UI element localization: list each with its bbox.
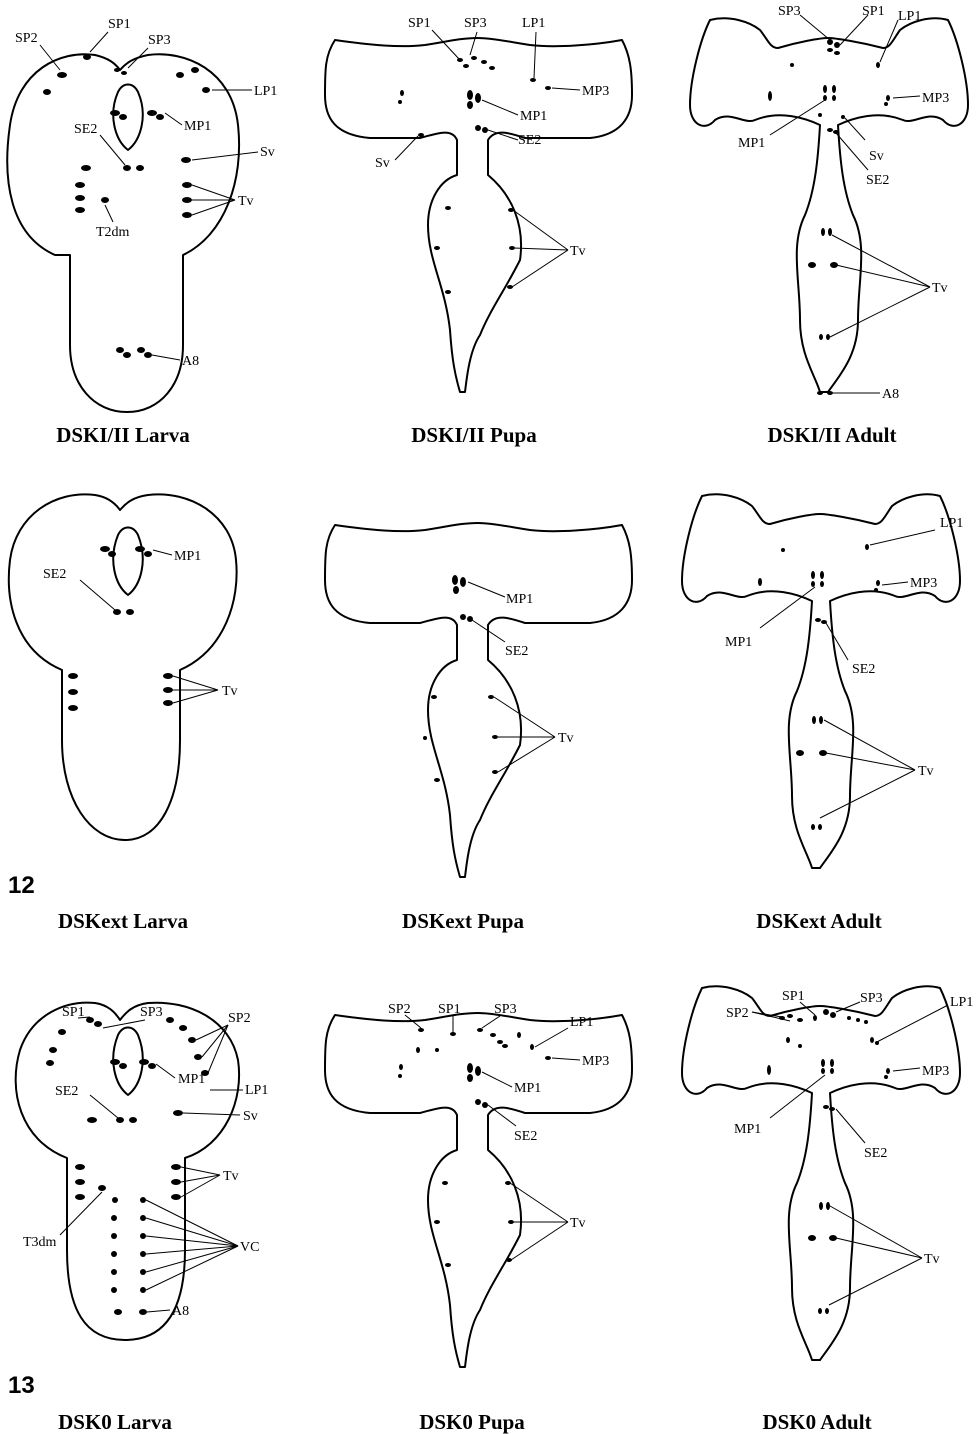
label-sv: Sv bbox=[869, 149, 884, 164]
title-dsk0-larva: DSK0 Larva bbox=[58, 1410, 172, 1434]
label-tv: Tv bbox=[932, 281, 948, 296]
label-sp3: SP3 bbox=[464, 16, 487, 31]
label-se2: SE2 bbox=[55, 1084, 78, 1099]
figure-number-12: 12 bbox=[8, 872, 35, 899]
label-mp3: MP3 bbox=[582, 1054, 609, 1069]
label-t2dm: T2dm bbox=[96, 225, 130, 240]
label-sv: Sv bbox=[260, 145, 275, 160]
label-sp1: SP1 bbox=[62, 1005, 85, 1020]
label-mp1: MP1 bbox=[725, 635, 752, 650]
title-dsk0-adult: DSK0 Adult bbox=[762, 1410, 871, 1434]
label-sp1: SP1 bbox=[108, 17, 131, 32]
label-lp1: LP1 bbox=[522, 16, 545, 31]
label-vc: VC bbox=[240, 1240, 259, 1255]
label-sp1: SP1 bbox=[862, 4, 885, 19]
label-mp3: MP3 bbox=[582, 84, 609, 99]
label-mp1: MP1 bbox=[506, 592, 533, 607]
label-sp3: SP3 bbox=[778, 4, 801, 19]
label-t3dm: T3dm bbox=[23, 1235, 57, 1250]
label-se2: SE2 bbox=[852, 662, 875, 677]
panel-dskext-pupa: MP1 SE2 Tv bbox=[325, 523, 632, 877]
label-lp1: LP1 bbox=[940, 516, 963, 531]
panel-dskext-larva: MP1 SE2 Tv bbox=[9, 494, 238, 840]
title-dski-larva: DSKI/II Larva bbox=[56, 423, 190, 447]
label-se2: SE2 bbox=[866, 173, 889, 188]
neuron-cells bbox=[398, 1028, 551, 1267]
panel-dskext-adult: LP1 MP3 MP1 SE2 Tv bbox=[682, 494, 963, 868]
label-sp2: SP2 bbox=[228, 1011, 251, 1026]
label-sp1: SP1 bbox=[438, 1002, 461, 1017]
title-dski-adult: DSKI/II Adult bbox=[768, 423, 897, 447]
title-dski-pupa: DSKI/II Pupa bbox=[411, 423, 537, 447]
title-dskext-adult: DSKext Adult bbox=[756, 909, 881, 933]
title-dskext-pupa: DSKext Pupa bbox=[402, 909, 524, 933]
label-se2: SE2 bbox=[505, 644, 528, 659]
label-mp1: MP1 bbox=[178, 1072, 205, 1087]
panel-dsk0-larva: SP1 SP3 SP2 LP1 MP1 SE2 Sv Tv T3dm VC A8 bbox=[16, 1003, 269, 1340]
panel-dski-larva: SP2 SP1 SP3 LP1 MP1 SE2 Sv Tv T2dm A8 bbox=[7, 17, 277, 412]
label-sp1: SP1 bbox=[782, 989, 805, 1004]
neuron-cells bbox=[398, 56, 551, 294]
title-dskext-larva: DSKext Larva bbox=[58, 909, 189, 933]
label-lp1: LP1 bbox=[254, 84, 277, 99]
label-sv: Sv bbox=[375, 156, 390, 171]
label-tv: Tv bbox=[558, 731, 574, 746]
panel-dski-pupa: SP1 SP3 LP1 MP3 MP1 Sv SE2 Tv bbox=[325, 16, 632, 392]
label-sp3: SP3 bbox=[148, 33, 171, 48]
label-mp3: MP3 bbox=[922, 1064, 949, 1079]
label-sp3: SP3 bbox=[494, 1002, 517, 1017]
label-mp1: MP1 bbox=[184, 119, 211, 134]
label-mp3: MP3 bbox=[910, 576, 937, 591]
label-tv: Tv bbox=[570, 244, 586, 259]
label-se2: SE2 bbox=[518, 133, 541, 148]
label-mp1: MP1 bbox=[520, 109, 547, 124]
label-a8: A8 bbox=[882, 387, 899, 402]
label-lp1: LP1 bbox=[570, 1015, 593, 1030]
neuron-cells bbox=[767, 1009, 890, 1314]
neuron-cells bbox=[43, 54, 210, 358]
label-sp2: SP2 bbox=[15, 31, 38, 46]
label-se2: SE2 bbox=[43, 567, 66, 582]
label-tv: Tv bbox=[222, 684, 238, 699]
label-tv: Tv bbox=[238, 194, 254, 209]
figure-number-13: 13 bbox=[8, 1372, 35, 1399]
neuron-cells bbox=[768, 39, 890, 395]
label-a8: A8 bbox=[182, 354, 199, 369]
label-lp1: LP1 bbox=[245, 1083, 268, 1098]
label-a8: A8 bbox=[172, 1304, 189, 1319]
label-tv: Tv bbox=[924, 1252, 940, 1267]
label-sp2: SP2 bbox=[726, 1006, 749, 1021]
label-sp1: SP1 bbox=[408, 16, 431, 31]
label-mp3: MP3 bbox=[922, 91, 949, 106]
title-dsk0-pupa: DSK0 Pupa bbox=[419, 1410, 525, 1434]
label-sp3: SP3 bbox=[140, 1005, 163, 1020]
neuron-cells bbox=[68, 546, 173, 711]
panel-dski-adult: SP3 SP1 LP1 MP3 MP1 Sv SE2 Tv A8 bbox=[690, 4, 968, 402]
neuron-cells bbox=[758, 544, 880, 830]
label-lp1: LP1 bbox=[898, 9, 921, 24]
label-se2: SE2 bbox=[74, 122, 97, 137]
label-mp1: MP1 bbox=[174, 549, 201, 564]
label-tv: Tv bbox=[918, 764, 934, 779]
label-se2: SE2 bbox=[514, 1129, 537, 1144]
panel-dsk0-adult: SP2 SP1 SP3 LP1 MP3 MP1 SE2 Tv bbox=[682, 986, 973, 1360]
label-sp3: SP3 bbox=[860, 991, 883, 1006]
label-sp2: SP2 bbox=[388, 1002, 411, 1017]
label-se2: SE2 bbox=[864, 1146, 887, 1161]
label-lp1: LP1 bbox=[950, 995, 973, 1010]
label-tv: Tv bbox=[570, 1216, 586, 1231]
panel-dsk0-pupa: SP2 SP1 SP3 LP1 MP3 MP1 SE2 Tv bbox=[325, 1002, 632, 1367]
label-tv: Tv bbox=[223, 1169, 239, 1184]
label-mp1: MP1 bbox=[734, 1122, 761, 1137]
label-mp1: MP1 bbox=[514, 1081, 541, 1096]
label-sv: Sv bbox=[243, 1109, 258, 1124]
label-mp1: MP1 bbox=[738, 136, 765, 151]
